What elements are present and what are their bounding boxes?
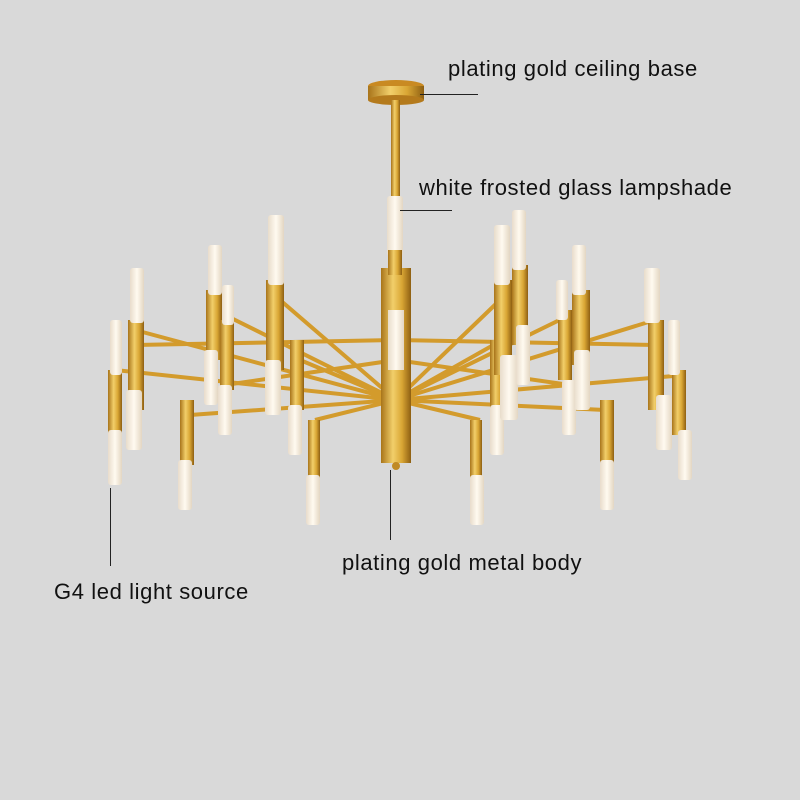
label-lampshade: white frosted glass lampshade — [419, 175, 733, 200]
leader-line-lampshade — [400, 210, 452, 211]
label-ceiling-base: plating gold ceiling base — [448, 56, 698, 81]
label-light-source: G4 led light source — [54, 579, 249, 604]
stem — [391, 100, 400, 200]
leader-line-ceiling-base — [420, 94, 478, 95]
central-body — [381, 196, 411, 470]
leader-line-light-source — [110, 488, 111, 566]
leader-line-metal-body — [390, 470, 391, 540]
candle-tubes — [108, 210, 692, 525]
label-metal-body: plating gold metal body — [342, 550, 583, 575]
ceiling-base — [368, 80, 424, 105]
